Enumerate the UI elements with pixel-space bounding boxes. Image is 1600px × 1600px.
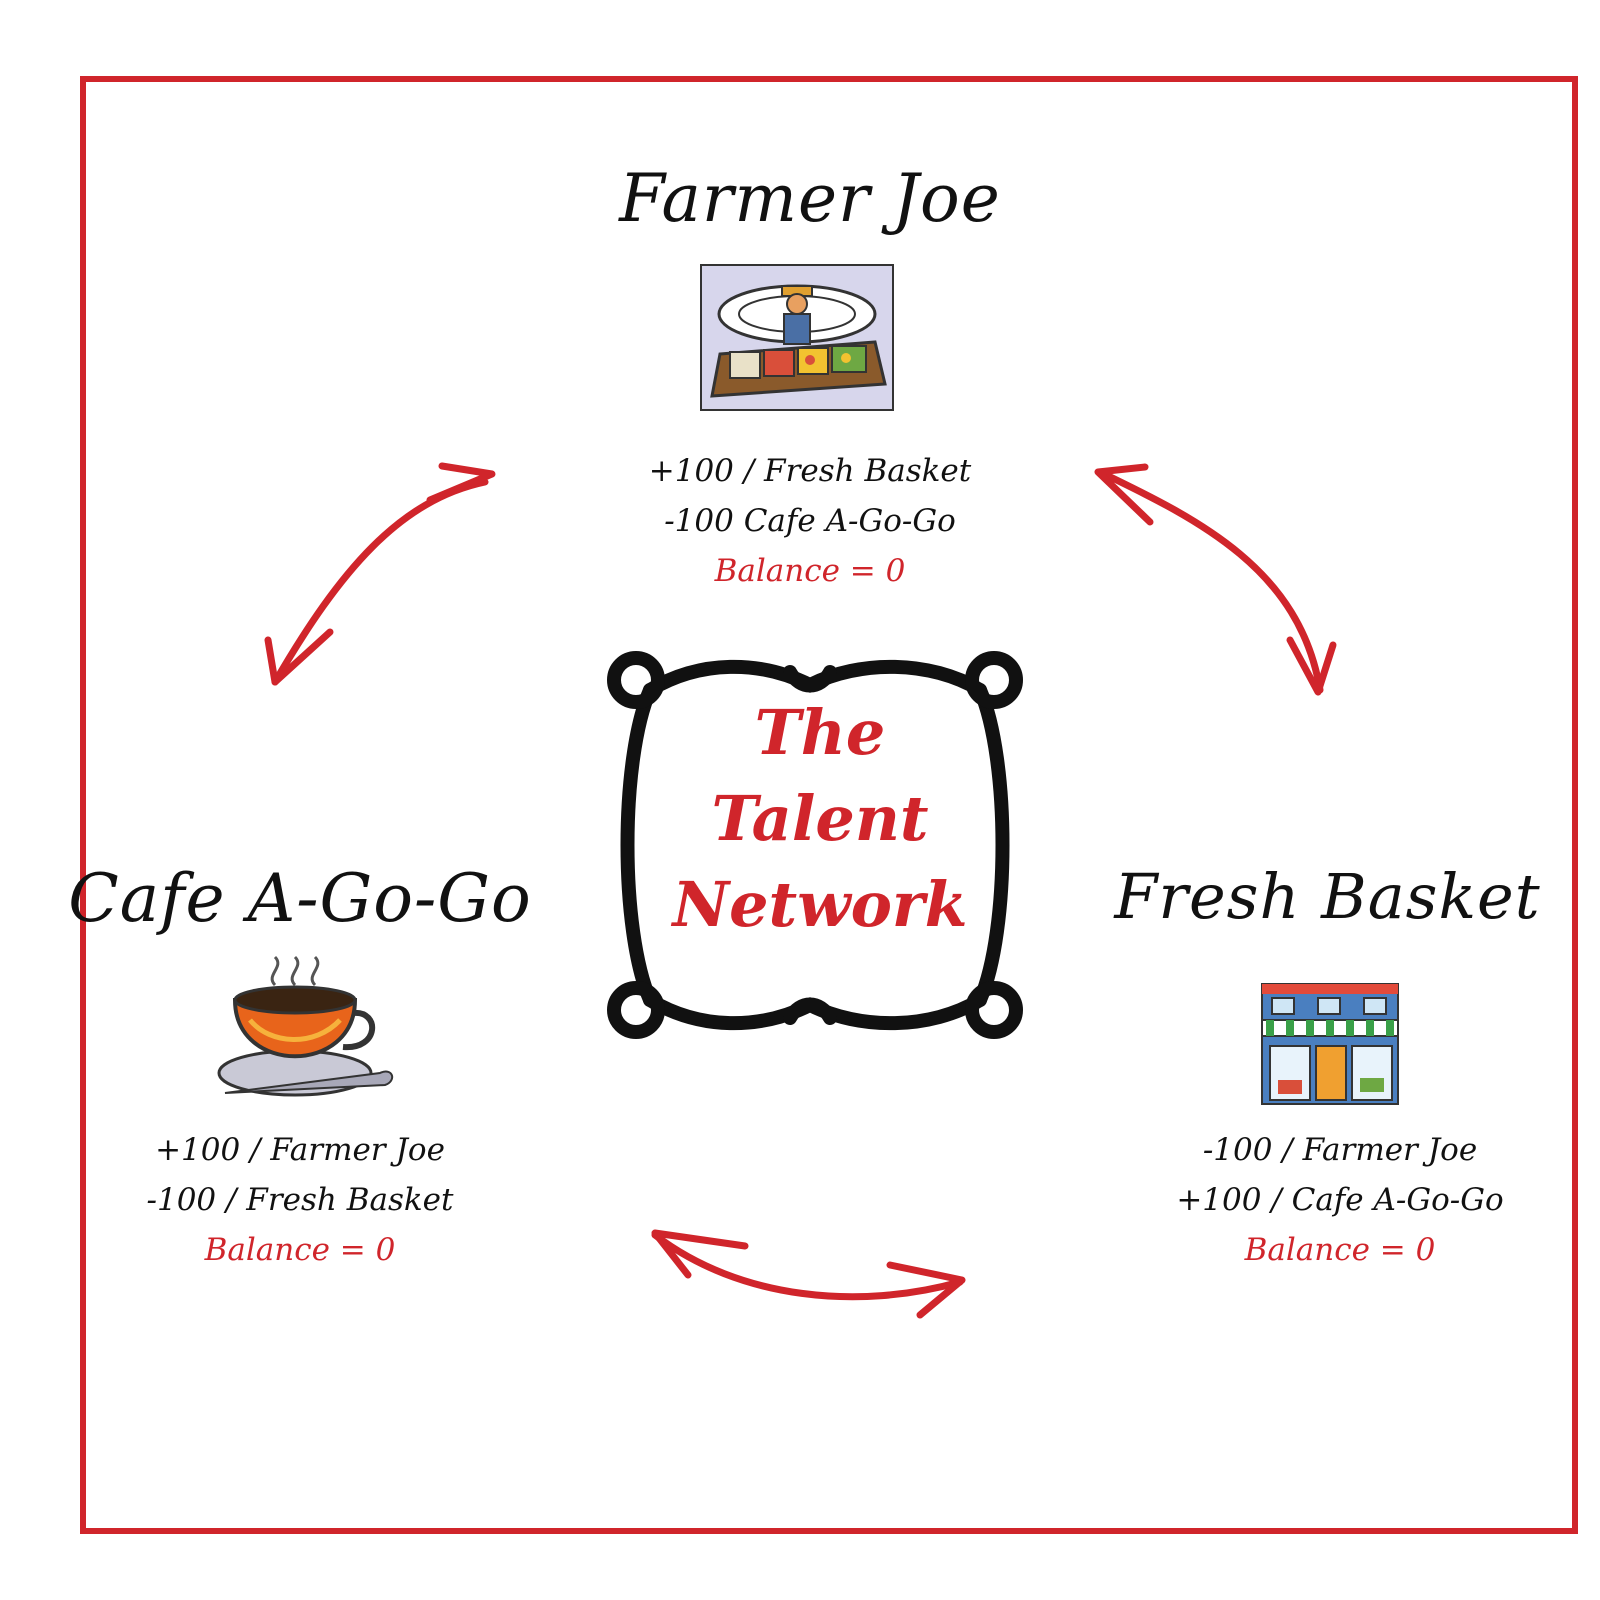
network-title: The Talent Network (610, 690, 1030, 948)
node-name-cafe-a-go-go: Cafe A-Go-Go (68, 860, 532, 937)
ledger-entry: +100 / Fresh Basket (648, 453, 972, 489)
balance-farmer-joe: Balance = 0 (714, 553, 906, 589)
arrowhead-fresh-side (1286, 636, 1337, 696)
ledger-farmer-joe: +100 / Fresh Basket -100 Cafe A-Go-Go Ba… (560, 446, 1060, 596)
ledger-entry: -100 / Farmer Joe (1202, 1132, 1478, 1168)
ornament-frame-icon (607, 651, 1023, 1039)
market-stall-farmer-icon (700, 264, 894, 411)
arrowhead-farmer-side-2 (1094, 463, 1154, 526)
network-title-line-3: Network (672, 868, 968, 941)
ledger-entry: +100 / Cafe A-Go-Go (1176, 1182, 1504, 1218)
ledger-entry: -100 Cafe A-Go-Go (664, 503, 956, 539)
network-title-line-1: The (754, 696, 886, 769)
balance-cafe-a-go-go: Balance = 0 (204, 1232, 396, 1268)
node-name-farmer-joe: Farmer Joe (619, 160, 1001, 237)
balance-fresh-basket: Balance = 0 (1244, 1232, 1436, 1268)
ledger-entry: -100 / Fresh Basket (146, 1182, 454, 1218)
arrowhead-farmer-side (426, 462, 496, 504)
diagram-frame (80, 76, 1578, 1534)
edge-cafe-fresh (651, 1231, 964, 1301)
arrowhead-fresh-side-2 (886, 1261, 966, 1319)
network-title-line-2: Talent (711, 782, 929, 855)
arrowhead-cafe-side (264, 628, 334, 686)
arrowhead-cafe-side-2 (651, 1229, 749, 1279)
ledger-cafe-a-go-go: +100 / Farmer Joe -100 / Fresh Basket Ba… (60, 1125, 540, 1275)
storefront-icon (1261, 983, 1399, 1105)
ledger-entry: +100 / Farmer Joe (155, 1132, 445, 1168)
ledger-fresh-basket: -100 / Farmer Joe +100 / Cafe A-Go-Go Ba… (1110, 1125, 1570, 1275)
edge-farmer-fresh (1096, 468, 1324, 694)
coffee-cup-icon (217, 955, 394, 1097)
node-name-fresh-basket: Fresh Basket (1114, 860, 1541, 933)
